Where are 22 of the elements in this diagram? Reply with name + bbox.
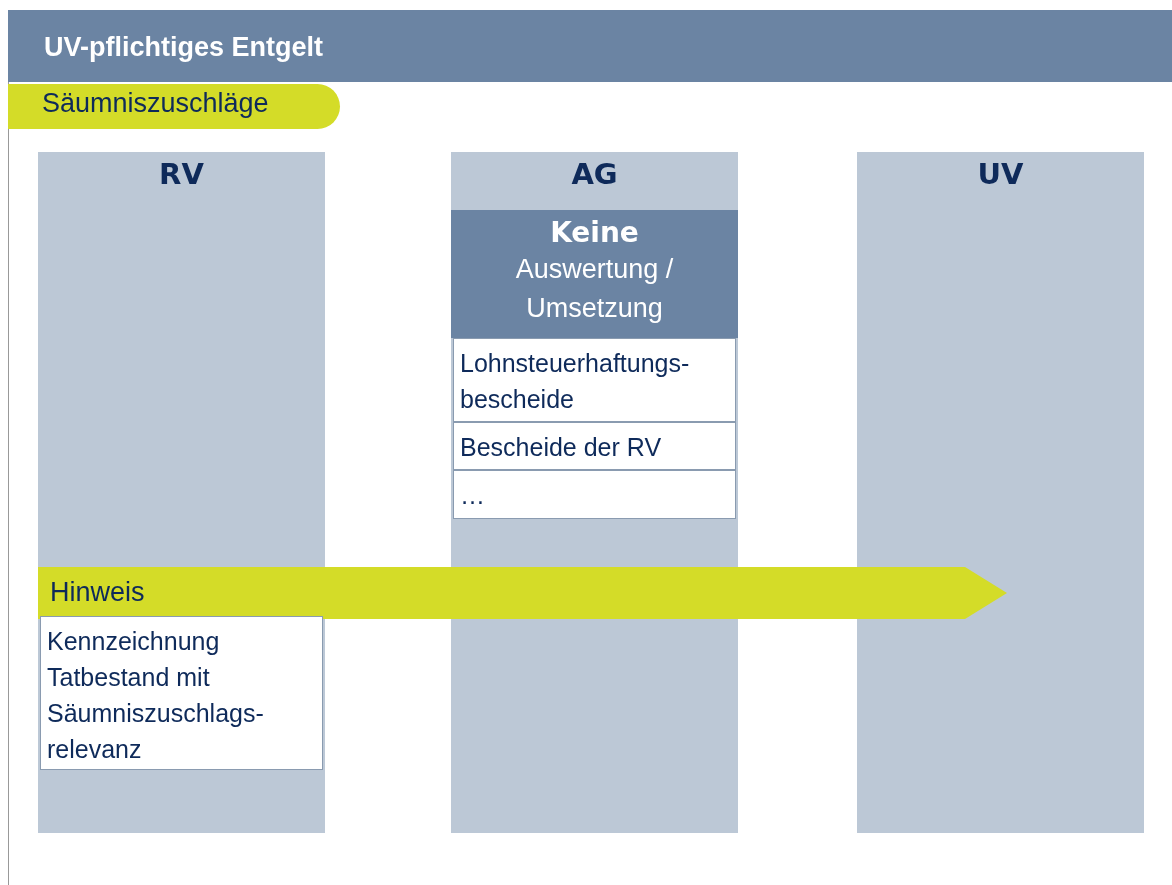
box-text: Auswertung / Umsetzung xyxy=(514,253,675,325)
column-heading: RV xyxy=(158,157,205,191)
text-box xyxy=(40,616,323,770)
text-box xyxy=(453,470,736,519)
header-box xyxy=(451,210,738,338)
text-box xyxy=(453,338,736,422)
banner-arrow xyxy=(38,567,1007,619)
box-text: Lohnsteuerhaftungs- bescheide xyxy=(460,348,691,415)
swimlane-column xyxy=(38,152,325,833)
column-heading: UV xyxy=(976,157,1025,191)
box-text: … xyxy=(460,480,486,511)
box-text: Kennzeichnung Tatbestand mit Säumniszuschlags- relevanz xyxy=(47,626,265,765)
box-heading: Keine xyxy=(549,216,640,250)
section-tab xyxy=(8,84,340,129)
swimlane-column xyxy=(451,152,738,833)
column-heading: AG xyxy=(570,157,619,191)
edge-label: Hinweis xyxy=(50,577,145,608)
text-box xyxy=(453,422,736,470)
box-text: Bescheide der RV xyxy=(460,432,663,463)
section-title: Säumniszuschläge xyxy=(42,88,270,119)
title: UV-pflichtiges Entgelt xyxy=(44,32,324,63)
swimlane-column xyxy=(857,152,1144,833)
